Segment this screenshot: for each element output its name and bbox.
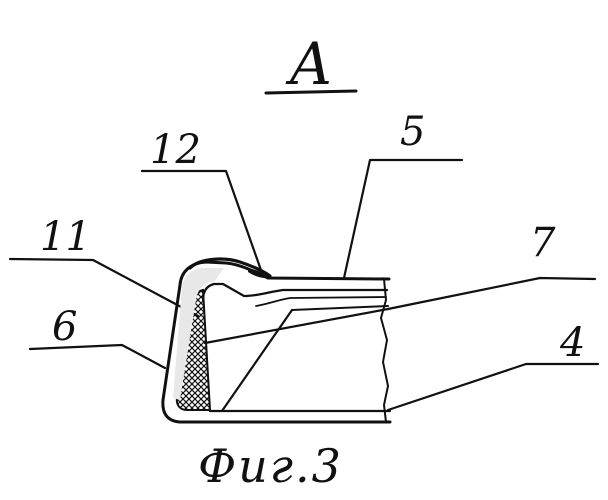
callout-4: 4: [559, 320, 585, 366]
diagonal-strut: [222, 310, 292, 411]
leader-12: [142, 171, 262, 273]
callout-12: 12: [150, 127, 201, 173]
break-line: [381, 279, 388, 422]
callout-11: 11: [40, 214, 91, 260]
leader-6: [30, 345, 165, 368]
callout-5: 5: [400, 109, 425, 155]
leader-5: [344, 160, 462, 278]
leader-7: [205, 278, 595, 343]
leader-4: [388, 364, 598, 410]
leader-11: [10, 259, 198, 316]
callout-7: 7: [530, 220, 556, 266]
view-label: A: [285, 30, 332, 98]
callout-6: 6: [52, 304, 77, 350]
second-liner: [256, 297, 386, 306]
strut-top: [292, 306, 388, 310]
figure-caption: Фиг.3: [198, 439, 343, 493]
view-label-underline: [266, 91, 356, 93]
